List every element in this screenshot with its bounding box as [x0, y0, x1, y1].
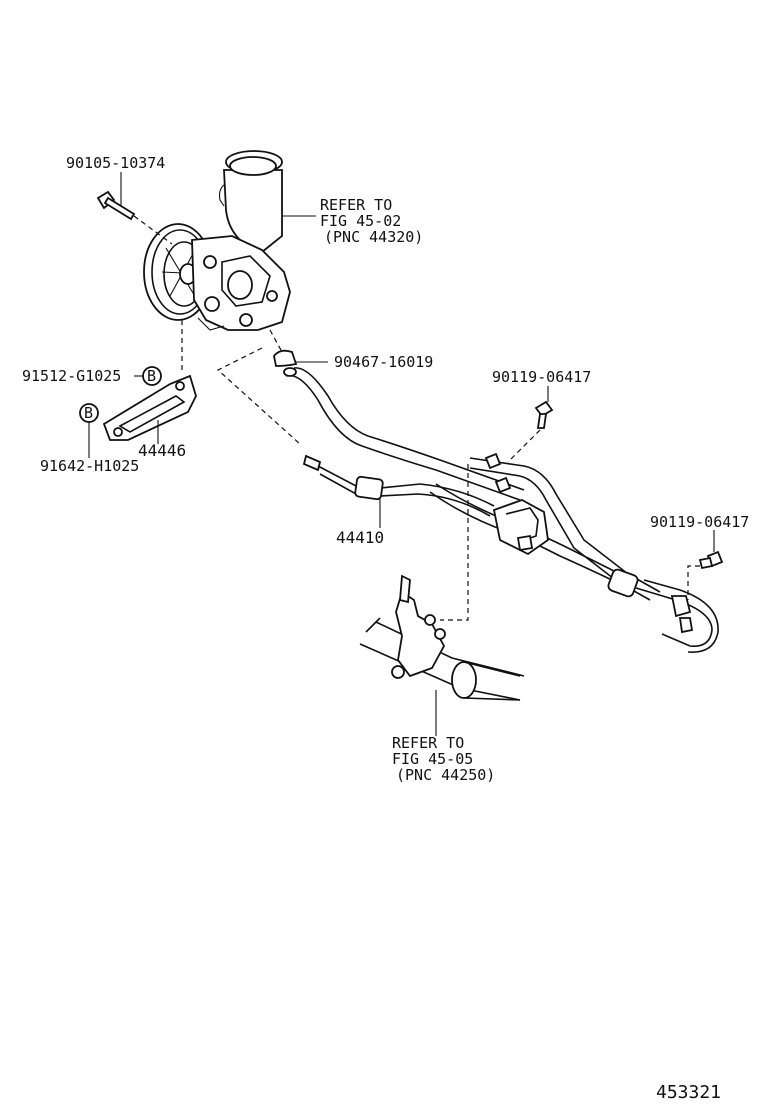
callout-b-1: B	[147, 367, 156, 385]
bracket-group	[79, 320, 197, 458]
label-bolt-right-2: 90119-06417	[650, 513, 749, 531]
label-clamp: 90467-16019	[334, 353, 433, 371]
label-bolt-top: 90105-10374	[66, 154, 165, 172]
bolt-right-1	[507, 386, 554, 463]
label-hose-assy: 44410	[336, 528, 384, 547]
refer-2-line3: (PNC 44250)	[396, 766, 495, 784]
label-washer-b2: 91642-H1025	[40, 457, 139, 475]
refer-1-line3: (PNC 44320)	[324, 228, 423, 246]
bolt-right-2	[687, 530, 724, 600]
label-bolt-right-1: 90119-06417	[492, 368, 591, 386]
hose-assembly	[283, 367, 719, 653]
bolt-top	[96, 172, 173, 245]
refer-1-line2: FIG 45-02	[320, 212, 401, 230]
callout-b-2: B	[84, 404, 93, 422]
steering-gear	[359, 574, 525, 736]
illustration-number: 453321	[656, 1082, 721, 1103]
label-washer-b1: 91512-G1025	[22, 367, 121, 385]
refer-1-line1: REFER TO	[320, 196, 392, 214]
clamp	[269, 329, 328, 367]
pump-assembly	[143, 150, 291, 331]
label-bracket: 44446	[138, 441, 186, 460]
refer-2-line2: FIG 45-05	[392, 750, 473, 768]
refer-2-line1: REFER TO	[392, 734, 464, 752]
